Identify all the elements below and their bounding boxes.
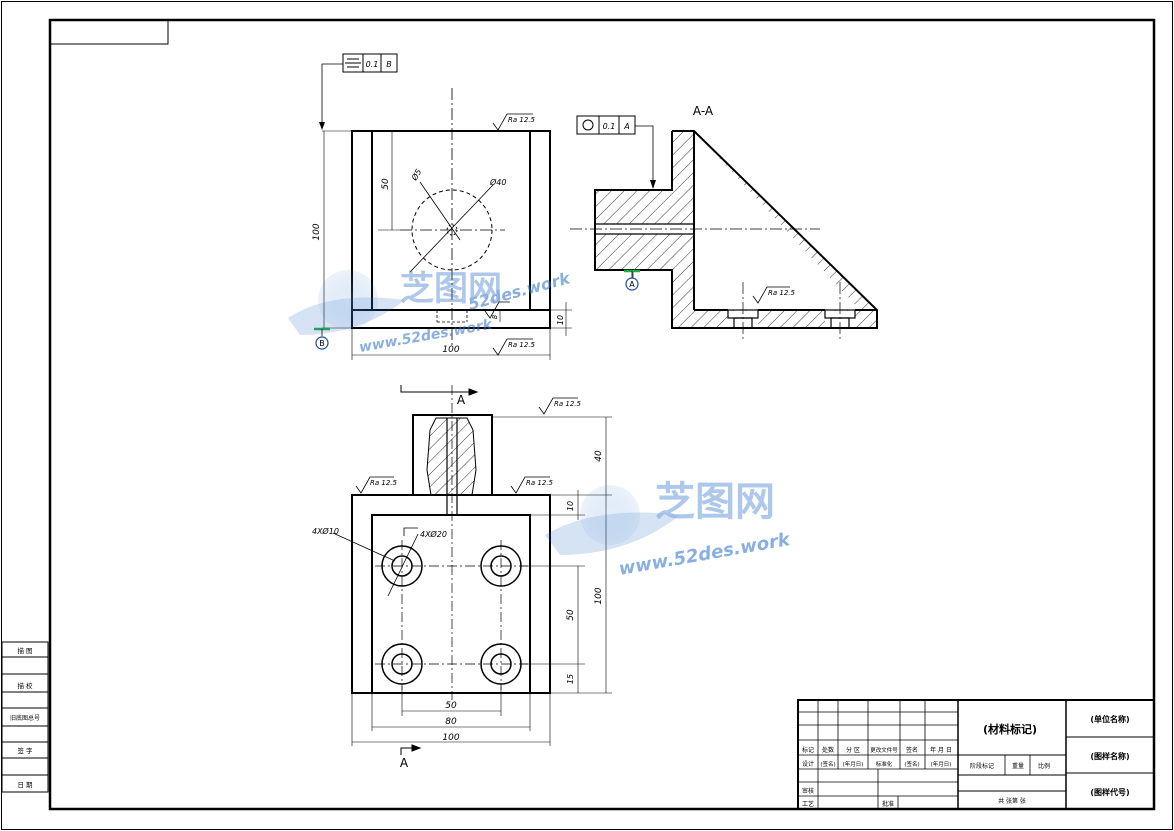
dim-holes-20: 4XØ20: [420, 529, 447, 539]
cut-label-a-bottom: A: [400, 756, 409, 770]
dim-10-top: 10: [566, 501, 575, 511]
dim-100-bottom-top: 100: [442, 733, 459, 743]
tb-header: 分 区: [846, 746, 860, 754]
material-label: (材料标记): [983, 722, 1037, 736]
dim-50: 50: [381, 178, 391, 190]
dim-100-right: 100: [594, 587, 604, 604]
roughness-symbol: Ra 12.5: [538, 397, 582, 415]
top-view: [332, 385, 612, 755]
tb-row: (年月日): [931, 760, 952, 768]
watermark-2: 芝图网 www.52des.work: [545, 479, 792, 580]
roughness-text: Ra 12.5: [508, 116, 536, 124]
roughness-text: Ra 12.5: [508, 341, 536, 349]
tb-role: 审核: [802, 787, 814, 795]
dim-80: 80: [445, 717, 457, 727]
roughness-symbol: Ra 12.5: [492, 338, 536, 356]
roughness-symbol: Ra 12.5: [492, 113, 536, 131]
cut-label-a-top: A: [457, 393, 466, 407]
tb-row: (签名): [820, 760, 835, 768]
dim-phi5: Ø5: [409, 167, 424, 183]
strip-label: 签 字: [17, 746, 33, 755]
drawing-name-label: (图样名称): [1090, 751, 1129, 761]
tb-row: 标准化: [876, 760, 893, 768]
circularity-icon: [582, 119, 594, 131]
datum-b-marker: B: [314, 327, 330, 350]
dim-phi40: Ø40: [489, 177, 506, 187]
tb-header: 签名: [906, 746, 918, 754]
title-block-text: (材料标记) (单位名称) (图样名称) (图样代号) 标记 处数 分 区 更改…: [802, 714, 1130, 808]
dim-8: 8: [491, 314, 499, 319]
dim-40: 40: [594, 450, 604, 462]
gdt-tolerance: 0.1: [603, 122, 616, 131]
drawing-frame: [48, 18, 1156, 811]
tb-header: 更改文件号: [870, 746, 898, 754]
roughness-symbol: Ra 12.5: [355, 476, 398, 494]
top-left-box: [49, 19, 169, 45]
roughness-symbol: [484, 301, 510, 319]
dim-10: 10: [556, 315, 565, 325]
section-title: A-A: [693, 104, 714, 118]
roughness-text: Ra 12.5: [554, 400, 582, 408]
strip-label: 日 期: [17, 781, 33, 789]
dim-50-bottom: 50: [445, 701, 457, 711]
tb-header: 年 月 日: [930, 746, 952, 754]
left-strip: 描 图 描 校 旧底图总号 签 字 日 期: [1, 641, 49, 793]
gdt-tolerance: 0.1: [366, 60, 379, 69]
gdt-circularity-frame: 0.1 A: [576, 115, 636, 135]
tb-stage: 阶段标记: [970, 762, 994, 770]
tb-header: 处数: [822, 746, 834, 754]
tb-row: (签名): [904, 760, 919, 768]
drawing-code-label: (图样代号): [1090, 787, 1129, 797]
watermark-brand: 芝图网: [400, 269, 502, 309]
tb-row: (年月日): [843, 760, 864, 768]
watermark-brand: 芝图网: [655, 479, 775, 525]
gdt-datum: A: [623, 122, 629, 131]
datum-a-label: A: [629, 280, 635, 289]
dim-50-right: 50: [566, 609, 576, 621]
dim-100-bottom: 100: [442, 345, 459, 355]
dim-15: 15: [566, 674, 575, 684]
tb-approve: 批准: [882, 800, 894, 808]
tb-header: 标记: [802, 746, 814, 754]
dim-100-left: 100: [312, 223, 322, 240]
watermark-url: www.52des.work: [358, 317, 495, 356]
gdt-datum: B: [386, 60, 392, 69]
strip-label: 旧底图总号: [10, 714, 40, 722]
roughness-symbol: Ra 12.5: [510, 476, 554, 494]
tb-weight: 重量: [1012, 762, 1024, 770]
section-view: [570, 125, 878, 340]
title-block: [797, 699, 1155, 810]
strip-label: 描 校: [17, 681, 33, 690]
company-label: (单位名称): [1090, 714, 1129, 724]
datum-b-label: B: [319, 339, 325, 348]
roughness-text: Ra 12.5: [526, 479, 554, 487]
strip-label: 描 图: [17, 646, 32, 655]
roughness-symbol: Ra 12.5: [752, 286, 796, 304]
roughness-text: Ra 12.5: [370, 479, 398, 487]
tb-row: 设计: [802, 760, 814, 768]
datum-a-marker: A: [624, 269, 640, 291]
dim-holes-10: 4XØ10: [312, 526, 339, 536]
gdt-symmetry-frame: 0.1 B: [342, 53, 398, 73]
tb-role: 工艺: [802, 800, 814, 808]
tb-scale: 比例: [1038, 762, 1050, 770]
front-view: [319, 63, 572, 360]
roughness-text: Ra 12.5: [768, 289, 796, 297]
tb-sheet: 共 张第 张: [998, 797, 1026, 805]
